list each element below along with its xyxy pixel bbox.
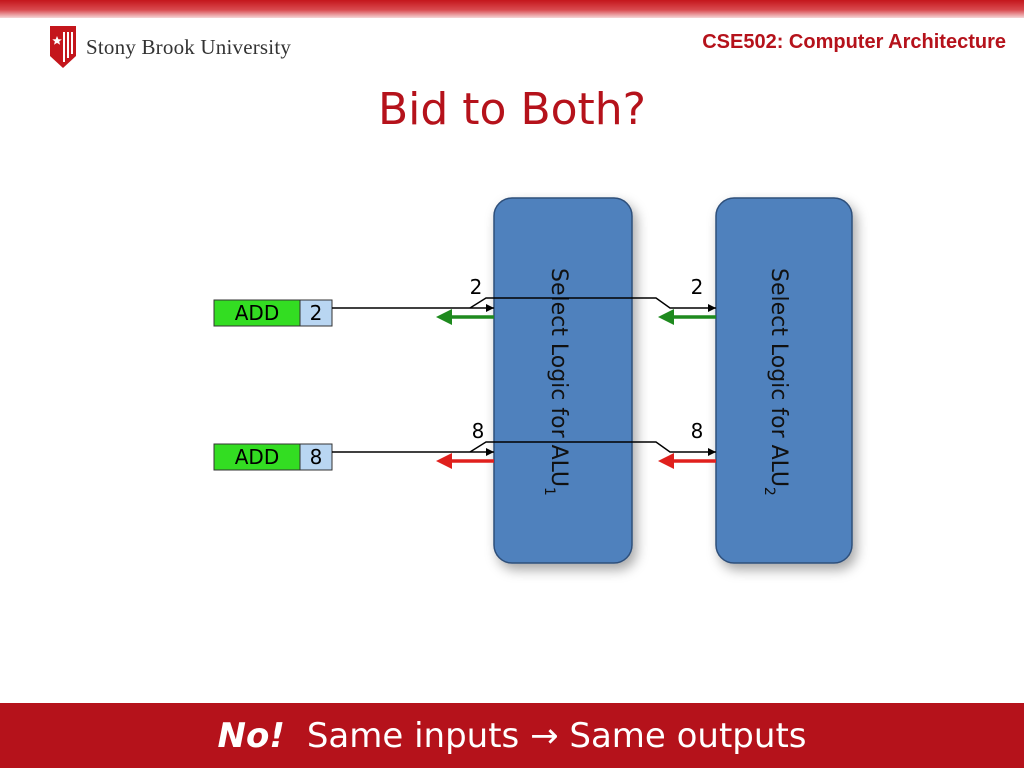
slide-title: Bid to Both? — [377, 84, 647, 135]
deny-arrow-alu2 — [658, 453, 716, 469]
request-wire-2-to-alu2 — [469, 441, 716, 453]
instruction-tag-2 — [299, 443, 333, 471]
conclusion-emphasis: No! — [217, 715, 285, 756]
conclusion-bar: No! Same inputs → Same outputs — [0, 703, 1024, 768]
select-block-alu1-label: Select Logic for ALU1 — [541, 268, 571, 496]
top-stripe — [0, 0, 1024, 18]
conclusion-text: Same inputs → Same outputs — [306, 715, 807, 756]
wire-label-8-alu2: 8 — [691, 419, 704, 443]
instruction-tag-1 — [299, 299, 333, 327]
instruction-tag-2-label: 8 — [310, 445, 323, 469]
instruction-op-1 — [213, 299, 301, 327]
wire-label-8-alu1: 8 — [472, 419, 485, 443]
shield-icon — [50, 26, 76, 68]
grant-arrow-alu1 — [436, 309, 494, 325]
course-title: CSE502: Computer Architecture — [702, 31, 1006, 53]
instruction-tag-1-label: 2 — [310, 301, 323, 325]
grant-arrow-alu2 — [658, 309, 716, 325]
instruction-op-1-label: ADD — [235, 301, 279, 325]
wire-label-2-alu2: 2 — [691, 275, 704, 299]
university-name: Stony Brook University — [86, 34, 292, 59]
request-wire-1-to-alu2 — [469, 297, 716, 309]
wire-label-2-alu1: 2 — [470, 275, 483, 299]
instruction-op-2-label: ADD — [235, 445, 279, 469]
select-block-alu1 — [493, 197, 633, 564]
select-block-alu2-label: Select Logic for ALU2 — [761, 268, 791, 496]
university-logo: Stony Brook University — [50, 26, 291, 68]
select-block-alu2 — [715, 197, 853, 564]
deny-arrow-alu1 — [436, 453, 494, 469]
instruction-op-2 — [213, 443, 301, 471]
